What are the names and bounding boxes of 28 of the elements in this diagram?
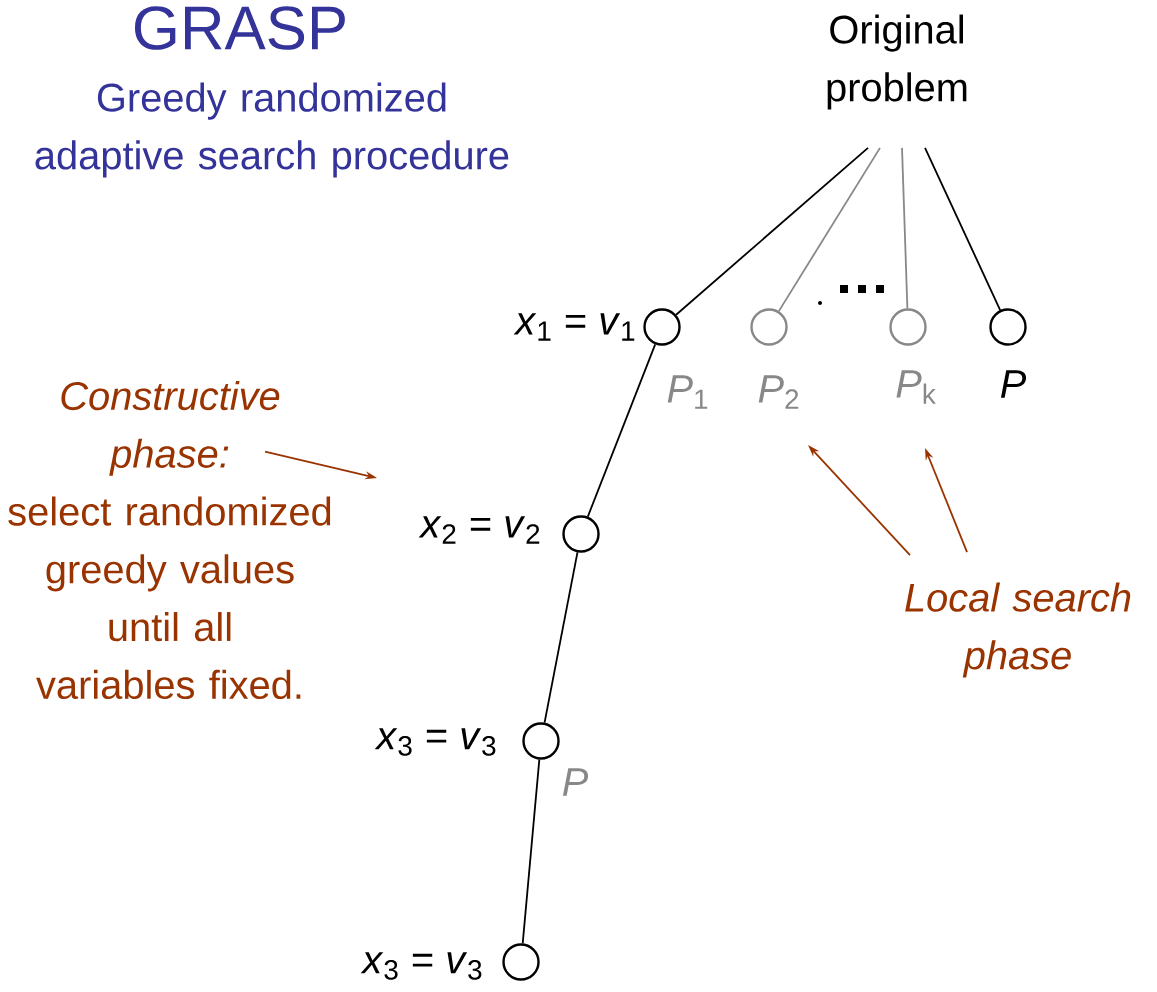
tree-edge (543, 551, 579, 724)
subtitle: Greedy randomized adaptive search procedure (35, 82, 509, 178)
node-label: P (562, 768, 589, 796)
circle-node (889, 308, 927, 346)
node-label: P$_{1}$ (667, 375, 708, 409)
title: GRASP (134, 6, 345, 50)
tree-edge (924, 146, 1002, 311)
node-label: x$_{3}$ = v$_{3}$ (360, 952, 482, 980)
node-label: x$_{2}$ = v$_{2}$ (418, 516, 540, 544)
tree-edge (901, 146, 909, 310)
node-label: P$_{k}$ (896, 370, 936, 404)
tree-edge (586, 343, 657, 518)
tree-edge (777, 146, 881, 312)
circle-node (750, 308, 788, 346)
root-label: Original problem (827, 14, 967, 110)
tree-edge (521, 758, 541, 945)
circle-node (522, 722, 560, 760)
tree-edge (675, 146, 869, 316)
node-label: x$_{1}$ = v$_{1}$ (513, 313, 635, 341)
node-label: P$_{2}$ (758, 375, 799, 409)
node-label: x$_{3}$ = v$_{3}$ (374, 728, 496, 756)
circle-node (502, 943, 540, 981)
annotation-text: Constructive phase: select randomized greedy values until all variables fixed. (8, 380, 331, 700)
circle-node (989, 308, 1027, 346)
circle-node (643, 308, 681, 346)
node-label: P (1000, 370, 1027, 398)
annotation-text: Local search phase (905, 582, 1131, 678)
circle-node (562, 515, 600, 553)
